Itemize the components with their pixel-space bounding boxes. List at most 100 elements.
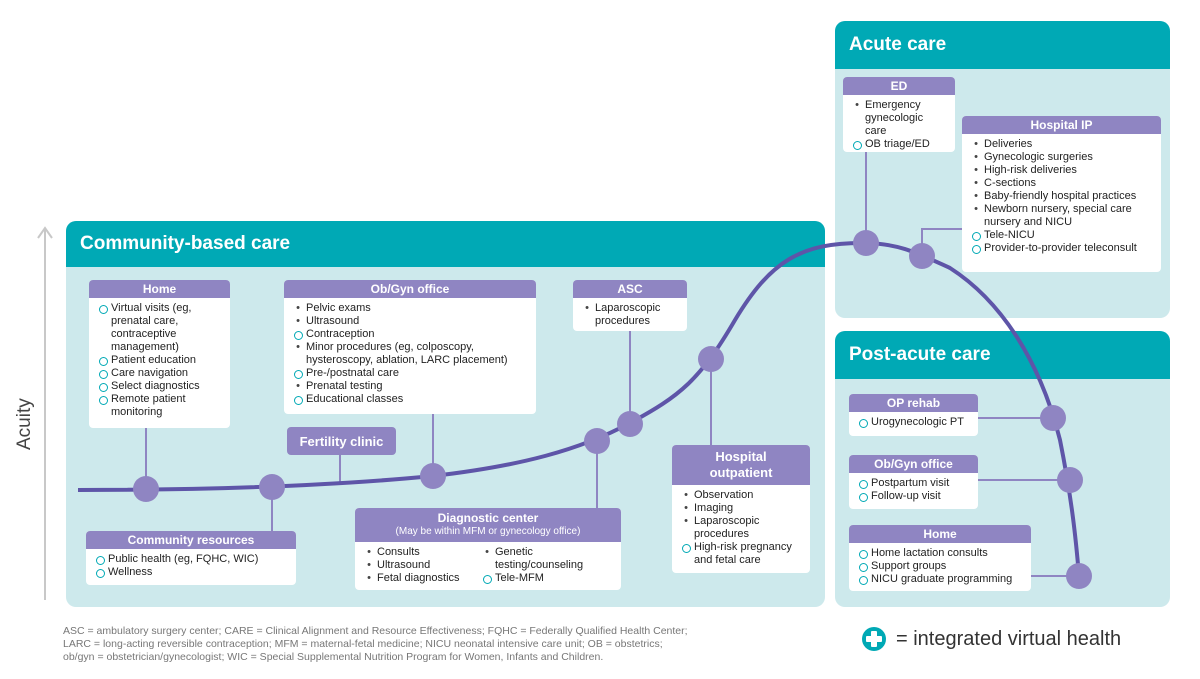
list-item-text: Laparoscopic procedures xyxy=(694,515,760,540)
acute-care-header: Acute care xyxy=(835,21,1170,69)
home-card-title: Home xyxy=(89,280,230,298)
asc-card: ASC Laparoscopic procedures xyxy=(573,280,687,331)
node-diagnostic xyxy=(584,428,610,454)
diagnostic-center-card-subtitle: (May be within MFM or gynecology office) xyxy=(395,526,581,537)
list-item: Virtual visits (eg, prenatal care, contr… xyxy=(97,302,222,354)
abbreviations-footnote: ASC = ambulatory surgery center; CARE = … xyxy=(63,625,823,664)
list-item: Home lactation consults xyxy=(857,547,1023,560)
node-community-resources xyxy=(259,474,285,500)
obgyn-card-title: Ob/Gyn office xyxy=(284,280,536,298)
list-item: Patient education xyxy=(97,354,222,367)
node-post-obgyn xyxy=(1057,467,1083,493)
hospital-ip-card: Hospital IP DeliveriesGynecologic surger… xyxy=(962,116,1161,272)
bullet-icon xyxy=(292,315,304,328)
bullet-icon xyxy=(292,341,304,354)
list-item-text: Pre-/postnatal care xyxy=(306,367,399,379)
node-obgyn xyxy=(420,463,446,489)
list-item: Baby-friendly hospital practices xyxy=(970,190,1153,203)
list-item-text: Select diagnostics xyxy=(111,380,200,392)
hospital-outpatient-card: Hospital outpatient ObservationImagingLa… xyxy=(672,445,810,573)
footnote-line: ASC = ambulatory surgery center; CARE = … xyxy=(63,625,688,637)
list-item: Deliveries xyxy=(970,138,1153,151)
list-item-text: Laparoscopic procedures xyxy=(595,302,661,327)
node-post-home xyxy=(1066,563,1092,589)
list-item: Minor procedures (eg, colposcopy, hyster… xyxy=(292,341,528,367)
list-item: Genetic testing/counseling xyxy=(481,546,611,572)
node-home xyxy=(133,476,159,502)
post-obgyn-card-title: Ob/Gyn office xyxy=(849,455,978,473)
node-hospital-outpatient xyxy=(698,346,724,372)
bullet-icon xyxy=(970,190,982,203)
bullet-icon xyxy=(970,177,982,190)
bullet-icon xyxy=(970,151,982,164)
list-item-text: OB triage/ED xyxy=(865,138,930,150)
bullet-icon xyxy=(970,164,982,177)
bullet-icon xyxy=(970,203,982,216)
list-item: Wellness xyxy=(94,566,288,579)
post-acute-care-header: Post-acute care xyxy=(835,331,1170,379)
list-item: Ultrasound xyxy=(363,559,481,572)
node-hospital-ip xyxy=(909,243,935,269)
virtual-health-icon xyxy=(97,302,109,318)
list-item: Imaging xyxy=(680,502,802,515)
list-item: Educational classes xyxy=(292,393,528,406)
hospital-ip-card-list: DeliveriesGynecologic surgeriesHigh-risk… xyxy=(962,134,1161,260)
bullet-icon xyxy=(851,99,863,112)
acuity-curve-path xyxy=(77,240,1081,577)
footnote-line: LARC = long-acting reversible contracept… xyxy=(63,638,663,650)
op-rehab-card: OP rehab Urogynecologic PT xyxy=(849,394,978,436)
bullet-icon xyxy=(581,302,593,315)
list-item: NICU graduate programming xyxy=(857,573,1023,586)
list-item-text: Care navigation xyxy=(111,367,189,379)
ed-card-title: ED xyxy=(843,77,955,95)
list-item-text: High-risk deliveries xyxy=(984,164,1077,176)
virtual-health-icon xyxy=(970,242,982,258)
list-item: OB triage/ED xyxy=(851,138,947,151)
list-item: Support groups xyxy=(857,560,1023,573)
virtual-health-plus-icon xyxy=(862,627,886,651)
virtual-health-icon xyxy=(857,490,869,506)
op-rehab-card-list: Urogynecologic PT xyxy=(849,412,978,434)
list-item: C-sections xyxy=(970,177,1153,190)
list-item: Laparoscopic procedures xyxy=(581,302,679,328)
list-item: Ultrasound xyxy=(292,315,528,328)
acute-care-title: Acute care xyxy=(849,34,947,55)
virtual-health-icon xyxy=(857,416,869,432)
bullet-icon xyxy=(481,546,493,559)
list-item-text: Ultrasound xyxy=(377,559,431,571)
asc-card-list: Laparoscopic procedures xyxy=(573,298,687,331)
list-item: Observation xyxy=(680,489,802,502)
list-item-text: Consults xyxy=(377,546,420,558)
hospital-outpatient-card-title: Hospital outpatient xyxy=(672,445,810,485)
list-item-text: Provider-to-provider teleconsult xyxy=(984,242,1137,254)
list-item: Consults xyxy=(363,546,481,559)
list-item: Gynecologic surgeries xyxy=(970,151,1153,164)
fertility-clinic-label: Fertility clinic xyxy=(287,427,396,455)
footnote-line: ob/gyn = obstetrician/gynecologist; WIC … xyxy=(63,651,604,663)
list-item-text: Support groups xyxy=(871,560,947,572)
virtual-health-icon xyxy=(857,573,869,589)
list-item-text: NICU graduate programming xyxy=(871,573,1013,585)
list-item-text: Urogynecologic PT xyxy=(871,416,964,428)
bullet-icon xyxy=(363,572,375,585)
list-item: Remote patient monitoring xyxy=(97,393,222,419)
list-item: Newborn nursery, special care nursery an… xyxy=(970,203,1153,229)
community-care-header: Community-based care xyxy=(66,221,825,267)
list-item-text: Newborn nursery, special care nursery an… xyxy=(984,203,1132,228)
virtual-health-legend: = integrated virtual health xyxy=(862,627,1121,651)
list-item: Tele-MFM xyxy=(481,572,611,585)
list-item-text: Imaging xyxy=(694,502,734,514)
list-item-text: Pelvic exams xyxy=(306,302,371,314)
list-item: Follow-up visit xyxy=(857,490,970,503)
asc-card-title: ASC xyxy=(573,280,687,298)
list-item: Laparoscopic procedures xyxy=(680,515,802,541)
home-card-list: Virtual visits (eg, prenatal care, contr… xyxy=(89,298,230,424)
community-resources-card-list: Public health (eg, FQHC, WIC)Wellness xyxy=(86,549,296,584)
